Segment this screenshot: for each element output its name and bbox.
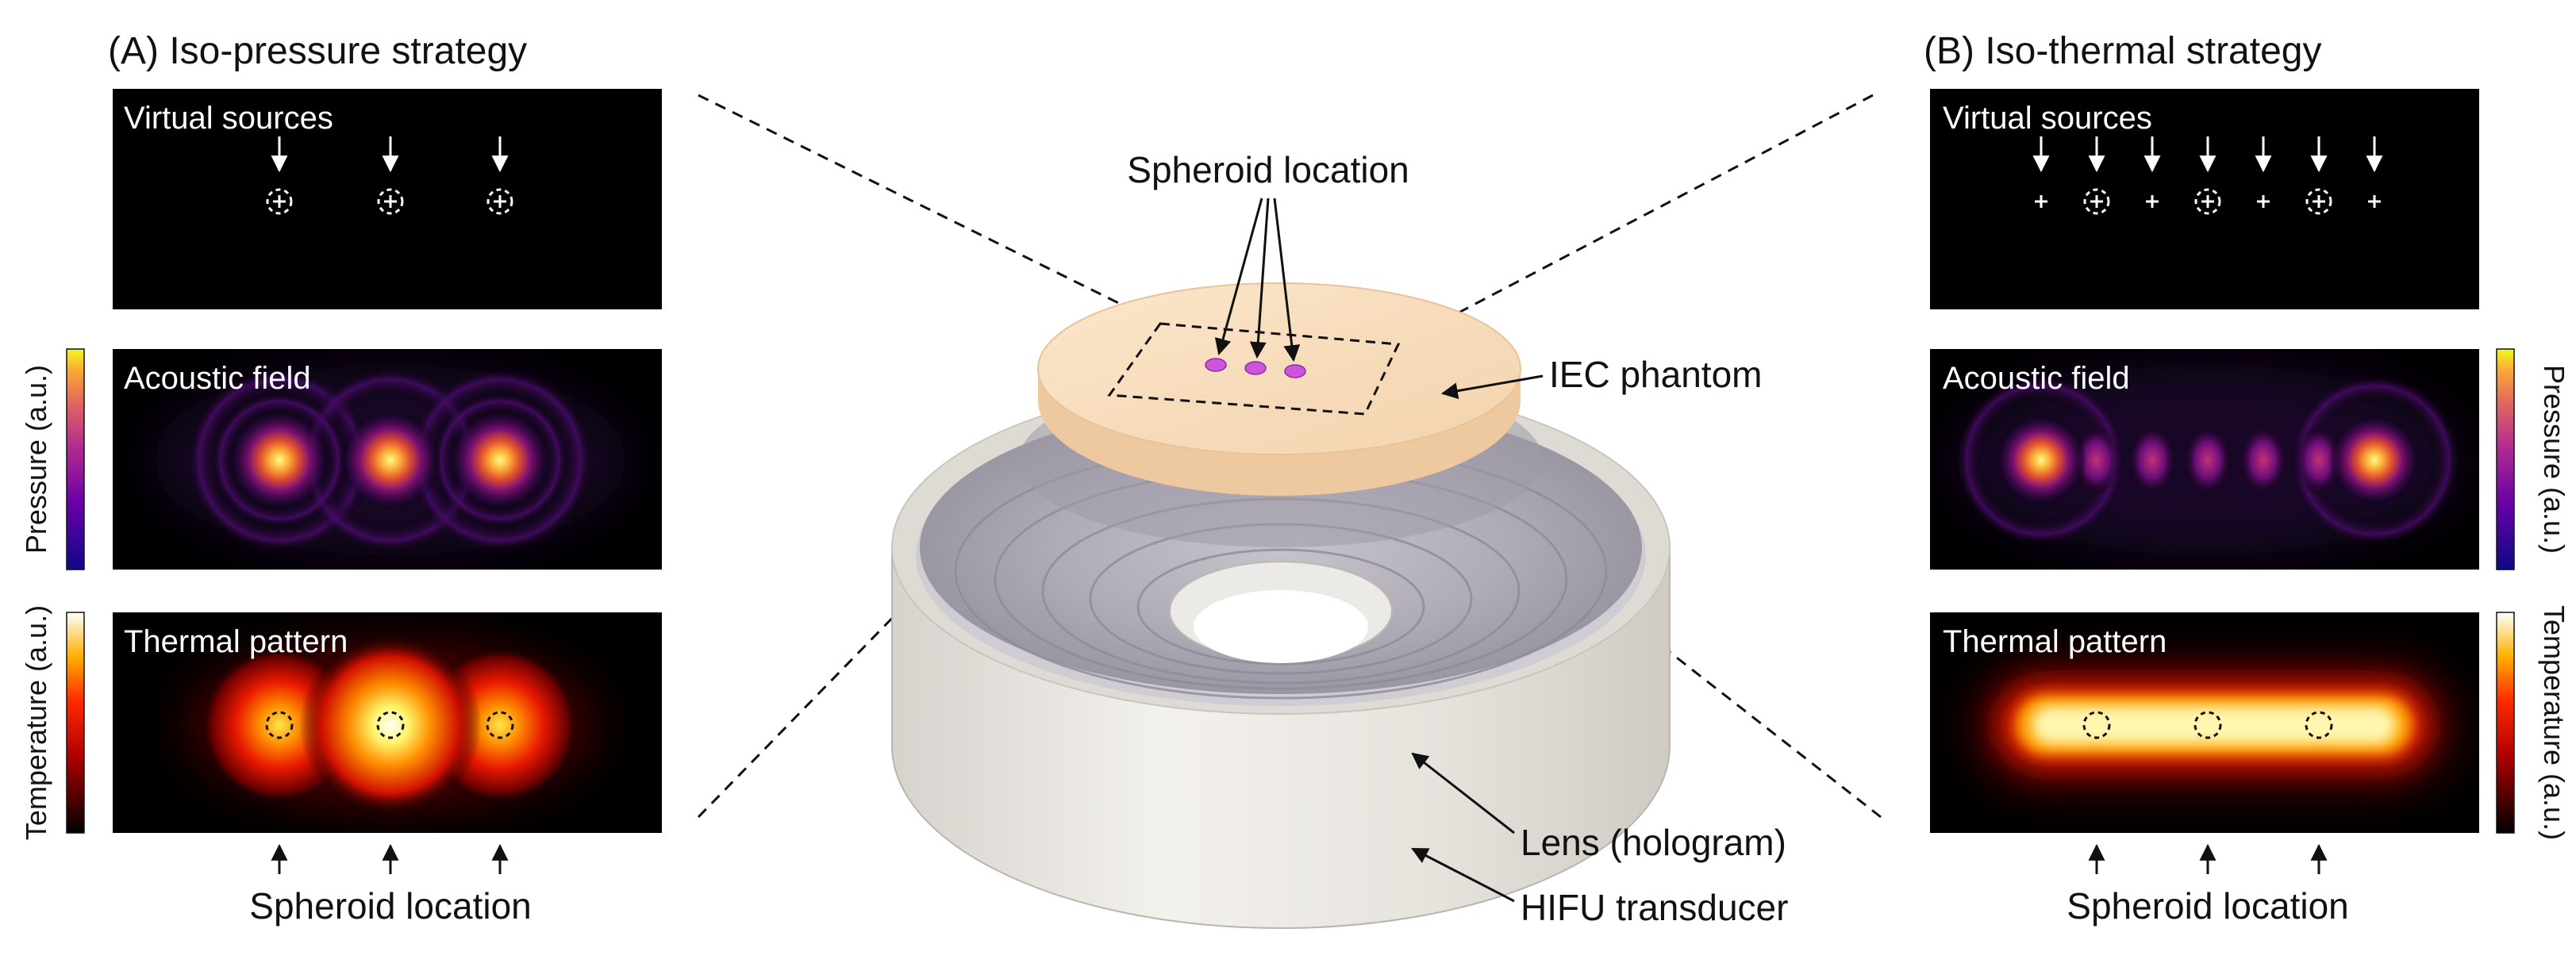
- spheroid-1: [1205, 358, 1227, 372]
- iec-phantom: [1037, 282, 1521, 496]
- right-pressure-colorbar-label: Pressure (a.u.): [2538, 365, 2570, 554]
- left-pressure-colorbar: [66, 348, 85, 570]
- spheroid-3: [1284, 364, 1306, 378]
- center-spheroid-location-label: Spheroid location: [1127, 149, 1409, 190]
- right-spheroid-location-label: Spheroid location: [2067, 885, 2348, 927]
- left-temperature-colorbar: [66, 612, 85, 834]
- right-temperature-colorbar-label: Temperature (a.u.): [2538, 605, 2570, 840]
- left-thermal-pattern-panel: Thermal pattern: [113, 612, 662, 833]
- right-pressure-colorbar: [2496, 348, 2515, 570]
- hifu-transducer-label: HIFU transducer: [1521, 887, 1788, 928]
- left-spheroid-location-label: Spheroid location: [249, 885, 531, 927]
- iec-phantom-label: IEC phantom: [1549, 354, 1762, 395]
- right-acoustic-field-panel: Acoustic field: [1930, 349, 2479, 570]
- left-title: (A) Iso-pressure strategy: [108, 30, 527, 72]
- left-source-markers: [266, 136, 513, 215]
- left-acoustic-field-panel: Acoustic field: [113, 349, 662, 570]
- lens-label: Lens (hologram): [1521, 822, 1786, 863]
- right-title: (B) Iso-thermal strategy: [1924, 30, 2321, 72]
- lens-arrow: [1411, 752, 1515, 834]
- right-thermal-pattern-panel: Thermal pattern: [1930, 612, 2479, 833]
- left-thermal-markers: [265, 711, 514, 739]
- right-thermal-markers: [2082, 711, 2333, 739]
- right-thermal-pattern-label: Thermal pattern: [1943, 624, 2167, 659]
- zoom-region: [1107, 322, 1401, 416]
- left-thermal-pattern-label: Thermal pattern: [124, 624, 348, 659]
- left-virtual-sources-label: Virtual sources: [124, 101, 333, 136]
- left-virtual-sources-panel: Virtual sources: [113, 89, 662, 309]
- iec-phantom-arrow: [1440, 374, 1544, 400]
- left-pressure-colorbar-label: Pressure (a.u.): [20, 365, 52, 554]
- spheroid-pointer-arrows: [1214, 198, 1301, 363]
- right-virtual-sources-label: Virtual sources: [1943, 101, 2152, 136]
- left-bottom-arrows: [271, 843, 509, 874]
- left-acoustic-field-label: Acoustic field: [124, 361, 311, 396]
- spheroid-2: [1244, 361, 1267, 375]
- right-acoustic-field-label: Acoustic field: [1943, 361, 2130, 396]
- right-bottom-arrows: [2088, 843, 2328, 874]
- right-source-markers: [2032, 136, 2383, 215]
- hifu-transducer-arrow: [1411, 847, 1515, 903]
- right-virtual-sources-panel: Virtual sources: [1930, 89, 2479, 309]
- left-temperature-colorbar-label: Temperature (a.u.): [20, 605, 52, 840]
- right-temperature-colorbar: [2496, 612, 2515, 834]
